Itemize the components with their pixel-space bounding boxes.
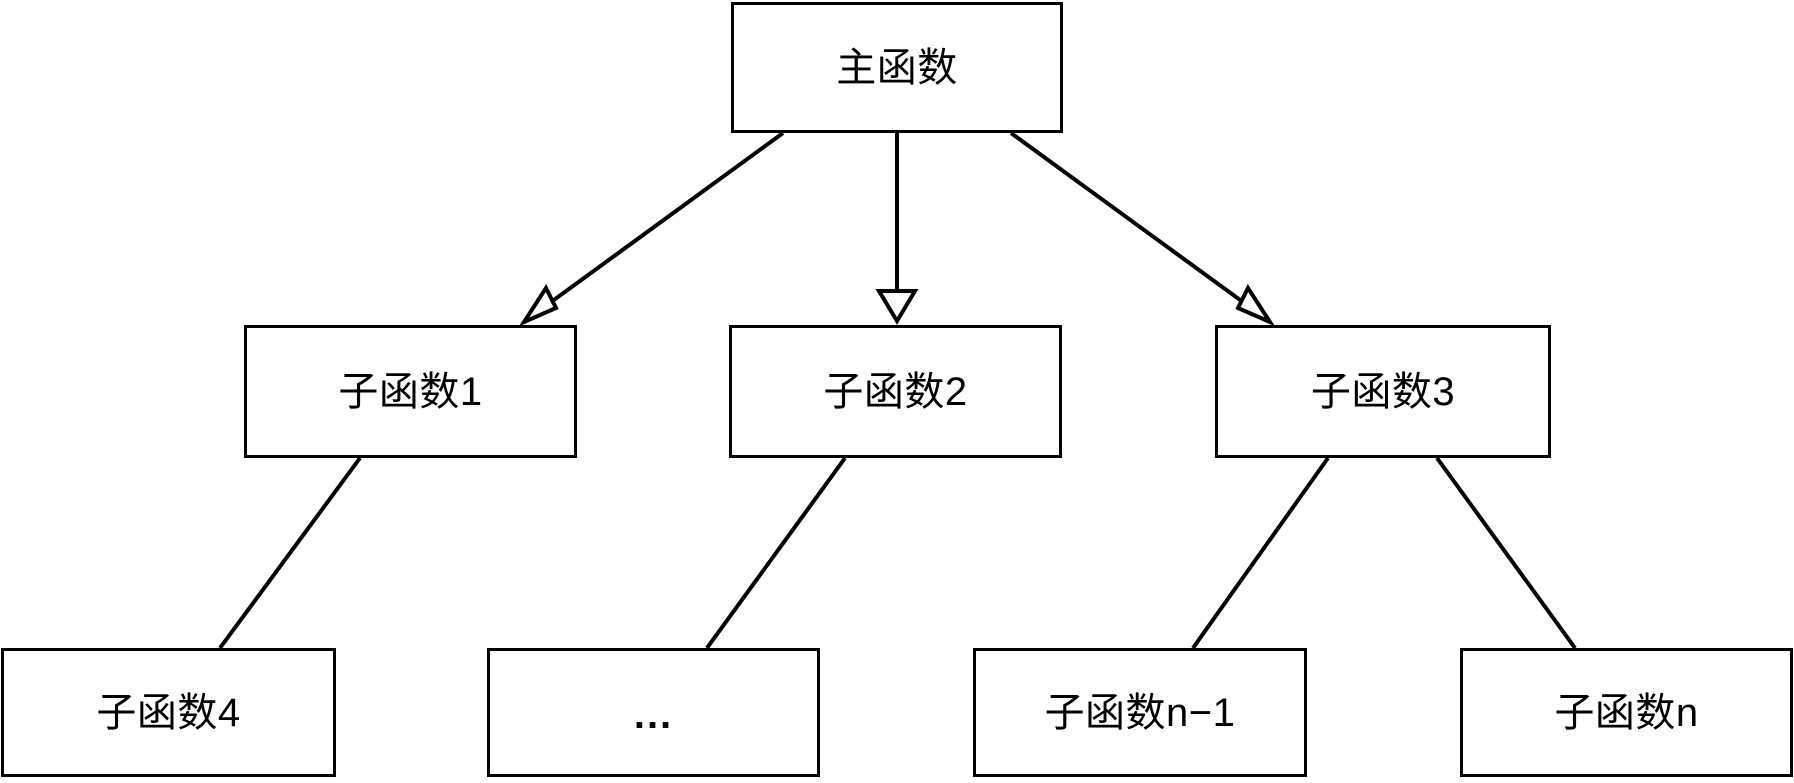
node-label: ... (633, 692, 674, 737)
node-label: 子函数n−1 (1044, 690, 1236, 735)
node-sub-function-1[interactable]: 子函数1 (244, 325, 577, 458)
arrowhead-icon (1235, 283, 1276, 327)
edge-sub1-to-sub4 (218, 456, 362, 650)
edge-main-to-sub3 (1009, 131, 1276, 327)
node-label: 子函数4 (96, 690, 241, 735)
node-label: 主函数 (836, 45, 958, 90)
edge-sub2-to-ellipsis (705, 456, 847, 650)
arrowhead-icon (875, 289, 919, 325)
edge-sub3-to-subn (1435, 456, 1577, 650)
node-sub-function-2[interactable]: 子函数2 (729, 325, 1062, 458)
node-main-function[interactable]: 主函数 (731, 2, 1063, 133)
edge-sub3-to-subn1 (1191, 456, 1330, 650)
arrowhead-icon (518, 283, 559, 327)
node-label: 子函数2 (823, 369, 968, 414)
edge-main-to-sub2 (875, 133, 919, 325)
node-label: 子函数n (1554, 690, 1699, 735)
node-sub-function-n[interactable]: 子函数n (1460, 648, 1793, 777)
node-sub-function-n-minus-1[interactable]: 子函数n−1 (973, 648, 1307, 777)
node-label: 子函数3 (1310, 369, 1456, 414)
node-ellipsis[interactable]: ... (487, 648, 820, 777)
node-sub-function-3[interactable]: 子函数3 (1215, 325, 1551, 458)
edge-main-to-sub1 (518, 131, 785, 327)
node-label: 子函数1 (338, 369, 483, 414)
node-sub-function-4[interactable]: 子函数4 (1, 648, 336, 777)
